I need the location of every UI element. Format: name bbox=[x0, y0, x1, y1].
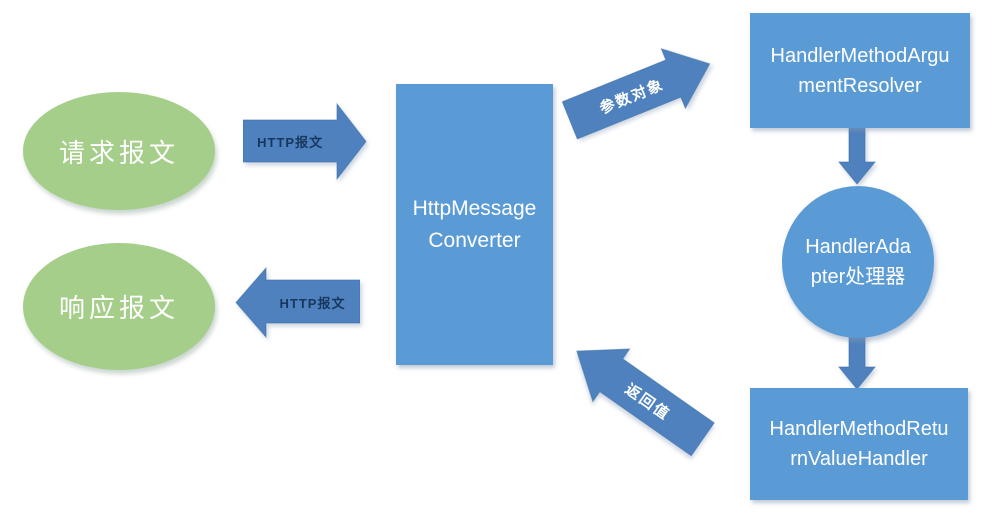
block-arrow-right-icon bbox=[243, 103, 367, 180]
arrow-return-handler-to-converter: 返回值 bbox=[557, 324, 722, 467]
arrow-label: HTTP报文 bbox=[257, 135, 324, 150]
arrow-converter-to-response: HTTP报文 bbox=[235, 267, 360, 338]
node-handler-method-return-value-handler: HandlerMethodReturnValueHandler bbox=[750, 388, 968, 500]
arrow-label: HTTP报文 bbox=[279, 296, 346, 311]
arrow-label: 返回值 bbox=[622, 380, 674, 424]
block-arrow-down-icon bbox=[838, 127, 876, 185]
arrow-resolver-to-adapter bbox=[838, 127, 876, 185]
node-label: HandlerAdapter处理器 bbox=[805, 236, 911, 288]
node-handler-method-argument-resolver: HandlerMethodArgumentResolver bbox=[750, 13, 970, 128]
node-label: HandlerMethodArgumentResolver bbox=[770, 44, 950, 97]
arrow-adapter-to-return-handler bbox=[838, 334, 876, 390]
node-label: 请求报文 bbox=[58, 137, 179, 168]
node-request-message: 请求报文 bbox=[23, 92, 215, 210]
arrow-request-to-converter: HTTP报文 bbox=[243, 103, 367, 180]
block-arrow-right-icon bbox=[561, 48, 711, 140]
node-label: 响应报文 bbox=[58, 293, 179, 323]
node-label: HandlerMethodReturnValueHandler bbox=[769, 418, 949, 470]
node-handler-adapter: HandlerAdapter处理器 bbox=[782, 186, 934, 338]
block-arrow-left-icon bbox=[576, 348, 716, 457]
node-label: HttpMessage Converter bbox=[412, 197, 537, 252]
node-http-message-converter: HttpMessage Converter bbox=[396, 84, 553, 365]
block-arrow-down-icon bbox=[838, 334, 876, 390]
arrow-label: 参数对象 bbox=[597, 75, 667, 117]
node-response-message: 响应报文 bbox=[23, 243, 215, 370]
arrow-converter-to-resolver: 参数对象 bbox=[557, 33, 723, 151]
block-arrow-left-icon bbox=[235, 267, 360, 338]
